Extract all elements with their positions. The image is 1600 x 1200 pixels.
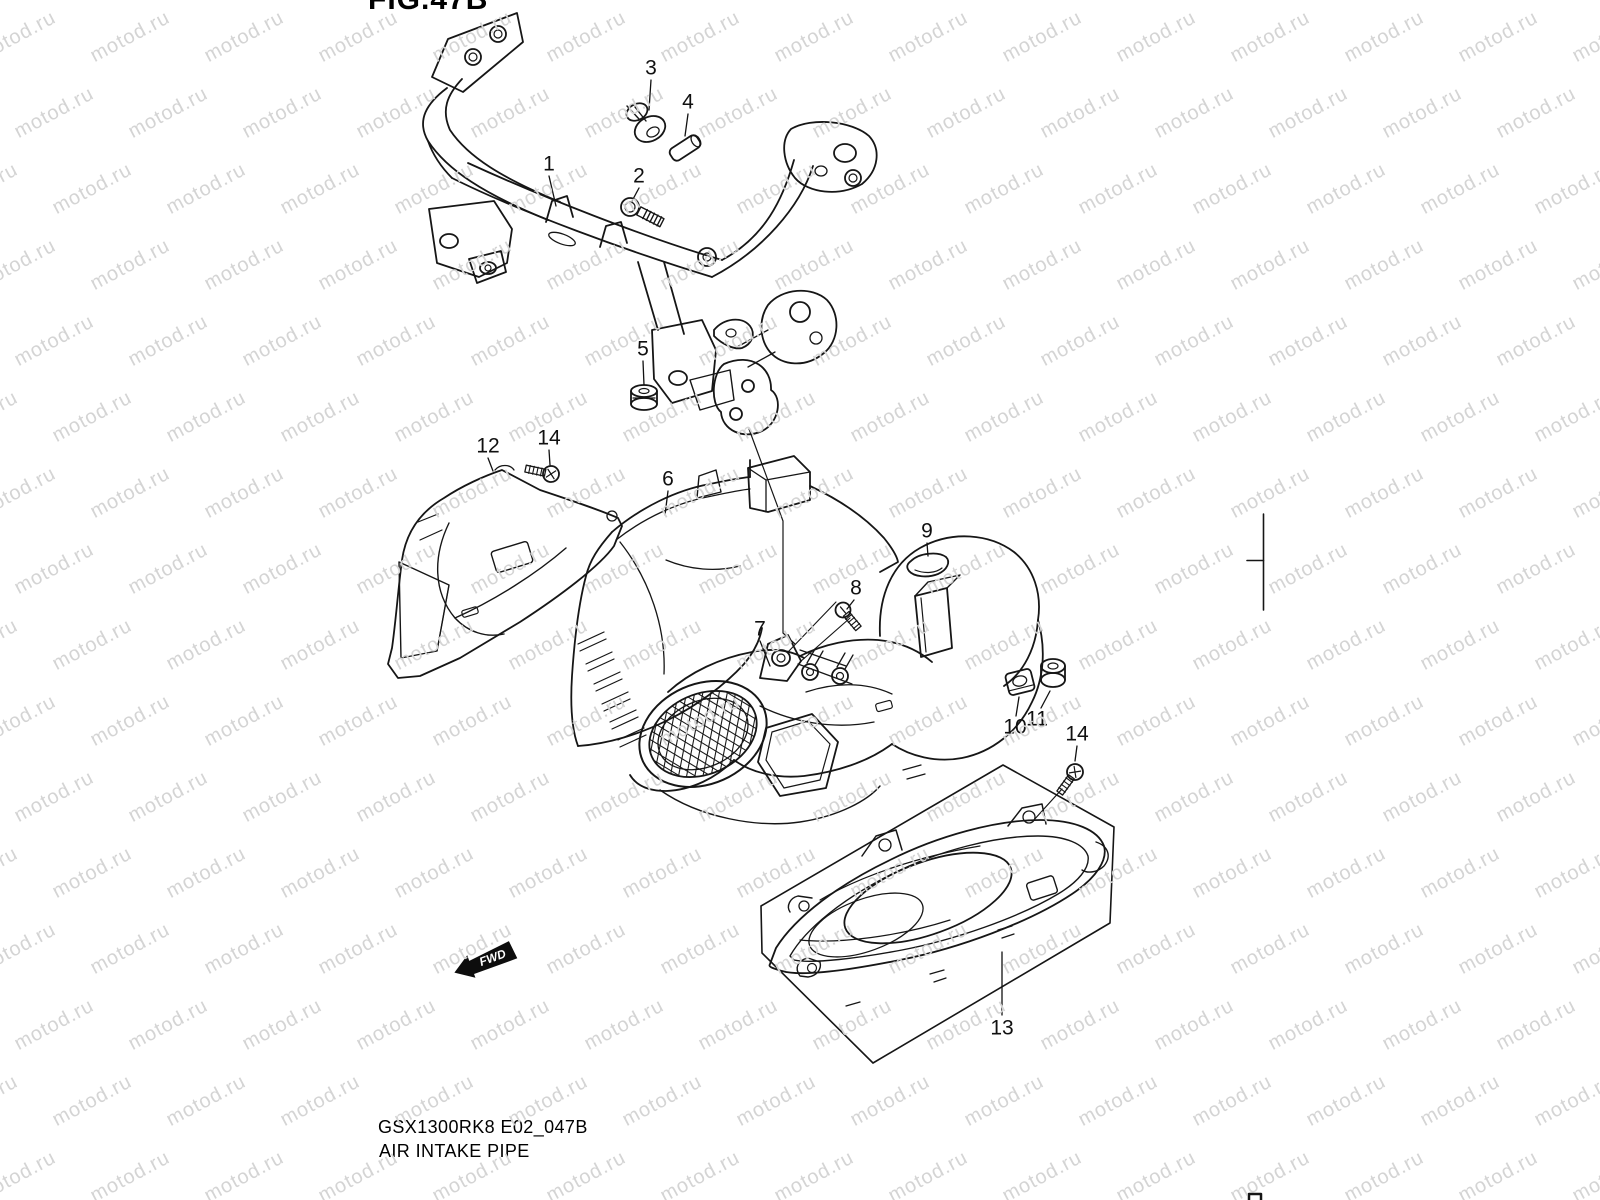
callout-1: 1 [543, 152, 555, 176]
callout-8: 8 [850, 576, 862, 600]
part-5-grommet [630, 384, 658, 411]
figure-name: AIR INTAKE PIPE [379, 1141, 530, 1161]
part-14-screw-upper [524, 464, 560, 483]
callout-leader-lines [487, 79, 1078, 1016]
fwd-marker: FWD [454, 941, 518, 978]
air-intake-mesh [579, 620, 827, 848]
part-14-screw-lower [1056, 763, 1084, 796]
part-2-bolt [620, 197, 665, 228]
part-13-intake-cover [760, 764, 1115, 1064]
callout-9: 9 [921, 519, 933, 543]
callout-5: 5 [637, 337, 649, 361]
part-11-grommet [1040, 658, 1066, 688]
callout-14: 14 [1065, 722, 1089, 746]
part-6-intake-duct [570, 455, 899, 748]
figure-title: FIG.47B [368, 0, 488, 15]
callout-4: 4 [682, 90, 694, 114]
callout-7: 7 [754, 617, 766, 641]
callout-3: 3 [645, 56, 657, 80]
callout-13: 13 [990, 1016, 1014, 1040]
part-8-screw [787, 601, 862, 663]
part-9-seal [906, 552, 950, 578]
part-14-assembly-line [1032, 788, 1063, 822]
callout-11: 11 [1026, 707, 1048, 731]
model-code: GSX1300RK8 E02_047B [378, 1117, 588, 1137]
part-3-bushing [625, 102, 667, 143]
part-1-fairing-stay [422, 12, 878, 645]
part-4-spacer [668, 134, 702, 162]
part-7-air-intake-pipe [629, 535, 1044, 825]
callout-14: 14 [537, 426, 561, 450]
part-12-side-panel [387, 464, 623, 679]
part-10-clip-nut [1004, 668, 1036, 696]
callout-2: 2 [633, 164, 645, 188]
callout-6: 6 [662, 467, 674, 491]
callout-10: 10 [1003, 715, 1027, 739]
callout-12: 12 [476, 434, 500, 458]
registration-marks [1246, 513, 1265, 1200]
